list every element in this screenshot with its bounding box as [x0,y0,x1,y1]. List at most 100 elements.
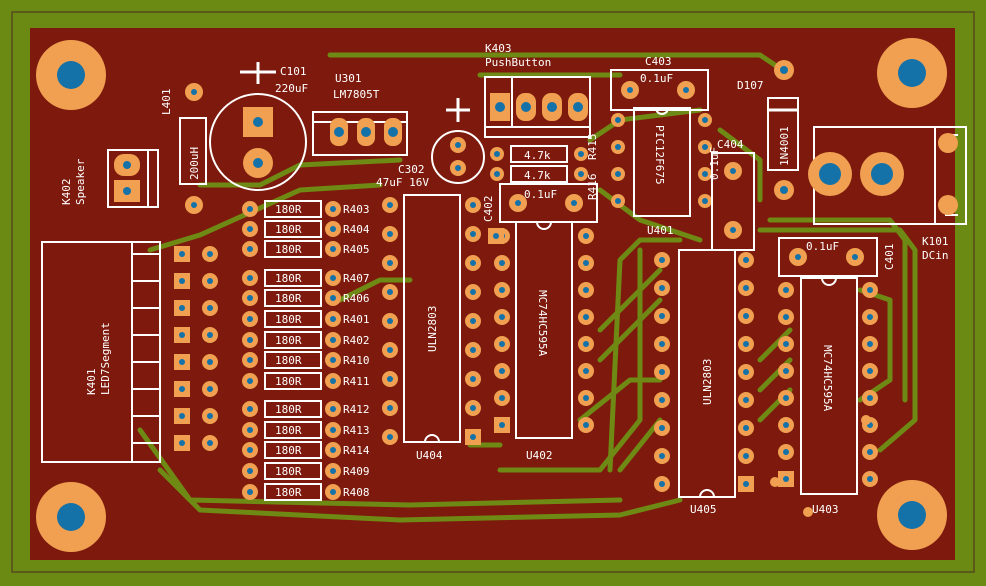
ic-pin [382,284,398,300]
k401-pin [202,300,218,316]
c401-label: C401 [883,244,896,271]
ic-pin [738,336,754,352]
u301-regulator: U301 LM7805T [312,72,408,156]
ic-pin [778,390,794,406]
resistor-pad [242,311,258,327]
ic-pin [738,308,754,324]
ic-pin [578,309,594,325]
resistor-label: R407 [343,272,370,285]
u404-label: U404 [416,449,443,462]
resistor-pad [325,201,341,217]
k101-dc-jack: K101 DCin [808,126,967,262]
resistor-label: R406 [343,292,370,305]
ic-pin [578,390,594,406]
ic-pin [494,390,510,406]
resistor-pad [325,422,341,438]
ic-pin [778,309,794,325]
ic-pin [465,197,481,213]
mounting-hole-tr [877,38,947,108]
resistor-pad [242,442,258,458]
u401-pic: PIC12F675 U401 [611,107,712,237]
k401-pin [202,246,218,262]
resistor-pad [325,463,341,479]
resistor-pad [242,270,258,286]
l401-label: L401 [160,89,173,116]
ic-pin [778,363,794,379]
ic-pin [494,282,510,298]
ic-pin [382,342,398,358]
resistor-pad [242,463,258,479]
resistor-value: 180R [275,403,302,416]
c404-value: 0.1uF [708,147,721,180]
resistor-label: R414 [343,444,370,457]
ic-pin [578,255,594,271]
resistor-pad [242,352,258,368]
ic-pin [738,364,754,380]
ic-pin [654,392,670,408]
ic-pin [738,252,754,268]
k401-pin [202,354,218,370]
c402-capacitor: 0.1uF C402 [482,183,598,223]
resistor-r412: 180R R412 [242,400,370,418]
c101-value: 220uF [275,82,308,95]
resistor-pad [242,221,258,237]
resistor-value: 180R [275,465,302,478]
ic-pin [382,400,398,416]
ic-pin [738,280,754,296]
resistor-pad [242,201,258,217]
ic-pin [862,309,878,325]
k403-label: K403 [485,42,512,55]
k401-pin [174,408,190,424]
ic-pin [738,476,754,492]
u402-value: MC74HC595A [536,290,549,357]
ic-pin [578,282,594,298]
u404-uln2803: ULN2803 U404 [382,194,481,462]
resistor-label: R405 [343,243,370,256]
c302-value: 47uF 16V [376,176,429,189]
resistor-pad [242,484,258,500]
c101-capacitor: C101 220uF [209,62,308,191]
resistor-label: R404 [343,223,370,236]
ic-pin [862,282,878,298]
ic-pin [465,371,481,387]
k401-value: LED7Segment [99,322,112,395]
k402-label: K402 [60,179,73,206]
resistor-value: 180R [275,334,302,347]
u301-value: LM7805T [333,88,380,101]
ic-pin [778,336,794,352]
u401-value: PIC12F675 [653,125,666,185]
resistor-pad [325,352,341,368]
k402-value: Speaker [74,158,87,205]
resistor-pad [242,332,258,348]
resistor-value: 180R [275,354,302,367]
k401-pin [174,435,190,451]
ic-pin [862,390,878,406]
resistor-pad [325,373,341,389]
resistor-label: R412 [343,403,370,416]
u403-label: U403 [812,503,839,516]
ic-pin [778,471,794,487]
ic-pin [778,444,794,460]
resistor-pad [325,221,341,237]
ic-pin [654,336,670,352]
u404-value: ULN2803 [426,306,439,352]
k101-value: DCin [922,249,949,262]
c404-label: C404 [717,138,744,151]
ic-pin [494,363,510,379]
resistor-value: 180R [275,444,302,457]
u403-74hc595: MC74HC595A U403 [778,277,878,516]
r416-value: 4.7k [524,149,551,162]
ic-pin [465,284,481,300]
ic-pin [654,476,670,492]
k403-pushbutton: K403 PushButton [484,42,591,138]
ic-pin [654,252,670,268]
resistor-label: R411 [343,375,370,388]
resistor-label: R403 [343,203,370,216]
c302-capacitor: C302 47uF 16V [376,98,485,189]
d107-value: 1N4001 [778,126,791,166]
